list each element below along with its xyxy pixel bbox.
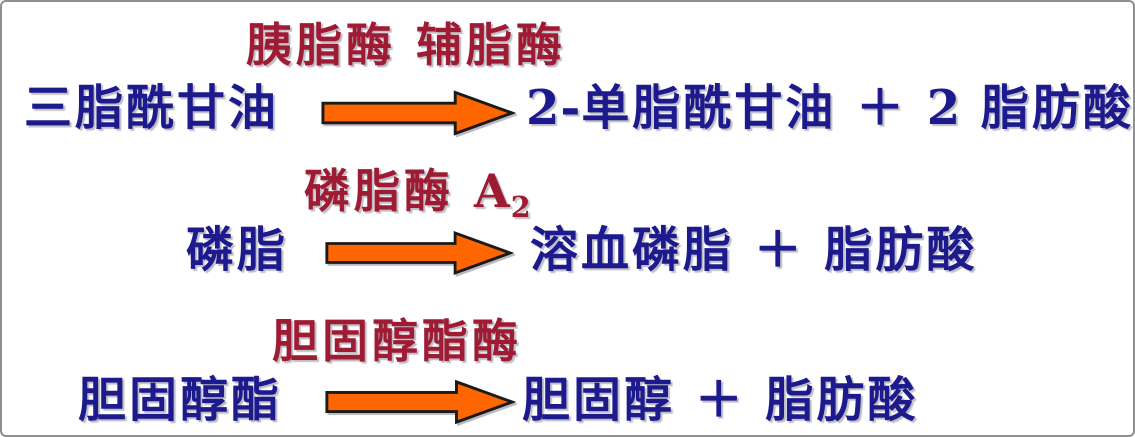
- reaction-arrow-1: [321, 90, 516, 136]
- enzyme-a2-subscript: 2: [510, 190, 532, 225]
- products-cholesterol-fatty-acid: 胆固醇 ＋ 脂肪酸: [522, 372, 919, 428]
- enzyme-label-cholesterol-esterase: 胆固醇酯酶: [272, 314, 522, 368]
- products-lysophospholipid-fatty-acid: 溶血磷脂 ＋ 脂肪酸: [530, 222, 978, 278]
- enzyme-label-pancreatic-lipase-colipase: 胰脂酶 辅脂酶: [246, 18, 567, 72]
- product-coefficient-2: 2: [926, 80, 962, 136]
- enzyme-a-letter: A: [474, 164, 511, 218]
- products-monoacylglycerol-fatty-acids: 2-单脂酰甘油 ＋ 2 脂肪酸: [526, 80, 1134, 136]
- product-fatty-acid: 脂肪酸: [961, 80, 1134, 136]
- reaction-arrow-2: [325, 231, 514, 275]
- plus-sign: ＋: [836, 80, 927, 136]
- reaction-arrow-3: [325, 379, 516, 425]
- product-monoacylglycerol: 单脂酰甘油: [581, 80, 837, 136]
- substrate-triacylglycerol: 三脂酰甘油: [24, 80, 280, 136]
- product-coefficient-prefix: 2-: [526, 80, 582, 136]
- substrate-phospholipid: 磷脂: [186, 222, 289, 278]
- substrate-cholesterol-ester: 胆固醇酯: [78, 372, 283, 428]
- enzyme-label-phospholipase-a2: 磷脂酶 A2: [304, 166, 532, 224]
- enzyme-phospholipase-text: 磷脂酶: [304, 164, 475, 218]
